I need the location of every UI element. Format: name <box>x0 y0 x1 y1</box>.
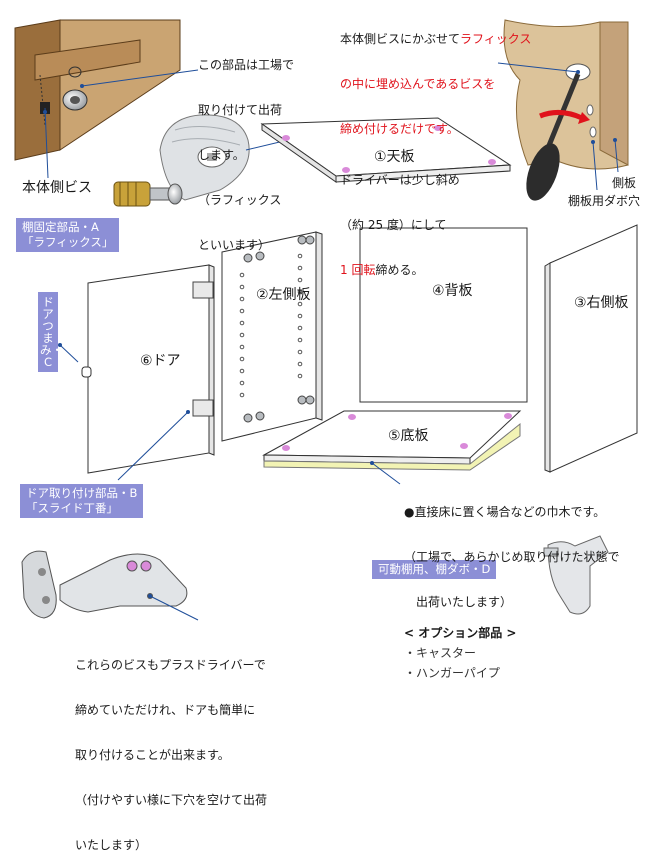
hinge-note: これらのビスもプラスドライバーで 締めていただけれ、ドアも簡単に 取り付けること… <box>75 628 267 868</box>
right-side-panel <box>544 224 638 473</box>
note-line: 締めていただけれ、ドアも簡単に <box>75 703 256 717</box>
door-hinge-leader <box>117 411 189 481</box>
shelf-dowel-part <box>543 535 609 615</box>
instruction-text: ドライバーは少し斜め <box>340 173 460 187</box>
body-screw-leader <box>44 107 49 179</box>
leader-dot <box>613 138 617 142</box>
note-line: （ラフィックス <box>198 193 282 207</box>
instruction-line-6: 1 回転締める。 <box>340 263 531 278</box>
instruction-text: 本体側ビスにかぶせて <box>340 32 461 46</box>
body-side-screw-part <box>113 181 183 207</box>
top-panel <box>260 117 512 183</box>
left-side-panel <box>221 231 323 442</box>
tag-line: 「スライド丁番」 <box>26 501 118 515</box>
option-item: ・キャスター <box>404 646 477 660</box>
hinge-part-tag: ドア取り付け部品・B「スライド丁番」 <box>20 484 144 518</box>
dowel-part-tag: 可動棚用、棚ダボ・D <box>372 560 497 579</box>
part-label-left: ②左側板 <box>256 287 311 303</box>
part-label-back: ④背板 <box>432 283 473 299</box>
rafix-cam-part <box>159 114 250 201</box>
side-panel-leader <box>614 139 619 173</box>
dowel-hole-leader <box>592 141 598 191</box>
hinge-leader <box>149 595 199 621</box>
note-line: （付けやすい様に下穴を空けて出荷 <box>75 793 268 807</box>
part-label-bottom: ⑤底板 <box>388 428 429 444</box>
note-line: 取り付けて出荷 <box>198 103 283 117</box>
skirting-note: ●直接床に置く場合などの巾木です。 （工場で、あらかじめ取り付けた状態で 出荷い… <box>404 475 620 625</box>
note-line: ●直接床に置く場合などの巾木です。 <box>404 505 606 519</box>
leader-dot <box>43 110 47 114</box>
instruction-highlight: の中に埋め込んであるビスを <box>340 77 496 91</box>
factory-note-leader <box>81 69 199 87</box>
note-line: 取り付けることが出来ます。 <box>75 748 230 762</box>
option-item: ・ハンガーパイプ <box>404 666 500 680</box>
tag-line: 棚固定部品・A <box>22 220 99 234</box>
part-label-right: ③右側板 <box>574 295 629 311</box>
body-screw-label: 本体側ビス <box>22 180 92 196</box>
note-line: この部品は工場で <box>198 58 295 72</box>
instruction-text: 締める。 <box>375 263 424 277</box>
tighten-leader <box>497 62 579 73</box>
leader-dot <box>370 461 374 465</box>
instruction-highlight: ラフィックス <box>460 32 532 46</box>
instruction-highlight: 1 回転 <box>340 263 376 277</box>
leader-dot <box>186 410 190 414</box>
leader-dot <box>148 594 152 598</box>
options-title: < オプション部品 > <box>404 626 517 640</box>
tag-line: ドア取り付け部品・B <box>26 486 138 500</box>
cabinet-corner-illustration <box>14 19 181 161</box>
instruction-text: （約 25 度）にして <box>340 218 447 232</box>
note-line: といいます） <box>198 238 271 252</box>
instruction-line-1: 本体側ビスにかぶせてラフィックス <box>340 32 531 47</box>
part-label-door: ⑥ドア <box>140 353 181 369</box>
side-panel-label: 側板 <box>612 176 637 190</box>
instruction-highlight: 締め付けるだけです。 <box>340 122 459 136</box>
leader-dot <box>576 70 580 74</box>
furniture-assembly-diagram <box>14 19 638 621</box>
door-panel <box>81 264 215 474</box>
note-line: これらのビスもプラスドライバーで <box>75 658 266 672</box>
tag-line: 「ラフィックス」 <box>22 235 114 249</box>
note-line: （工場で、あらかじめ取り付けた状態で <box>404 550 620 564</box>
note-line: いたします） <box>75 838 148 852</box>
part-label-top: ①天板 <box>374 149 415 165</box>
rafix-part-tag: 棚固定部品・A「ラフィックス」 <box>16 218 120 252</box>
factory-install-note: この部品は工場で 取り付けて出荷 します。 （ラフィックス といいます） <box>198 28 294 268</box>
bottom-panel <box>262 410 522 471</box>
note-line: します。 <box>198 148 245 162</box>
leader-dot <box>80 84 84 88</box>
rafix-install-illustration <box>503 19 629 201</box>
dowel-hole-label: 棚板用ダボ穴 <box>568 194 641 208</box>
door-knob-leader <box>59 344 79 363</box>
back-panel <box>359 227 528 403</box>
slide-hinge-part <box>21 550 188 619</box>
leader-dot <box>58 343 62 347</box>
skirting-leader <box>371 462 401 485</box>
note-line: 出荷いたします） <box>404 595 513 609</box>
tighten-instruction: 本体側ビスにかぶせてラフィックス の中に埋め込んであるビスを 締め付けるだけです… <box>340 2 531 293</box>
leader-dot <box>591 140 595 144</box>
door-knob-tag: ドアつまみ・C <box>38 292 63 372</box>
